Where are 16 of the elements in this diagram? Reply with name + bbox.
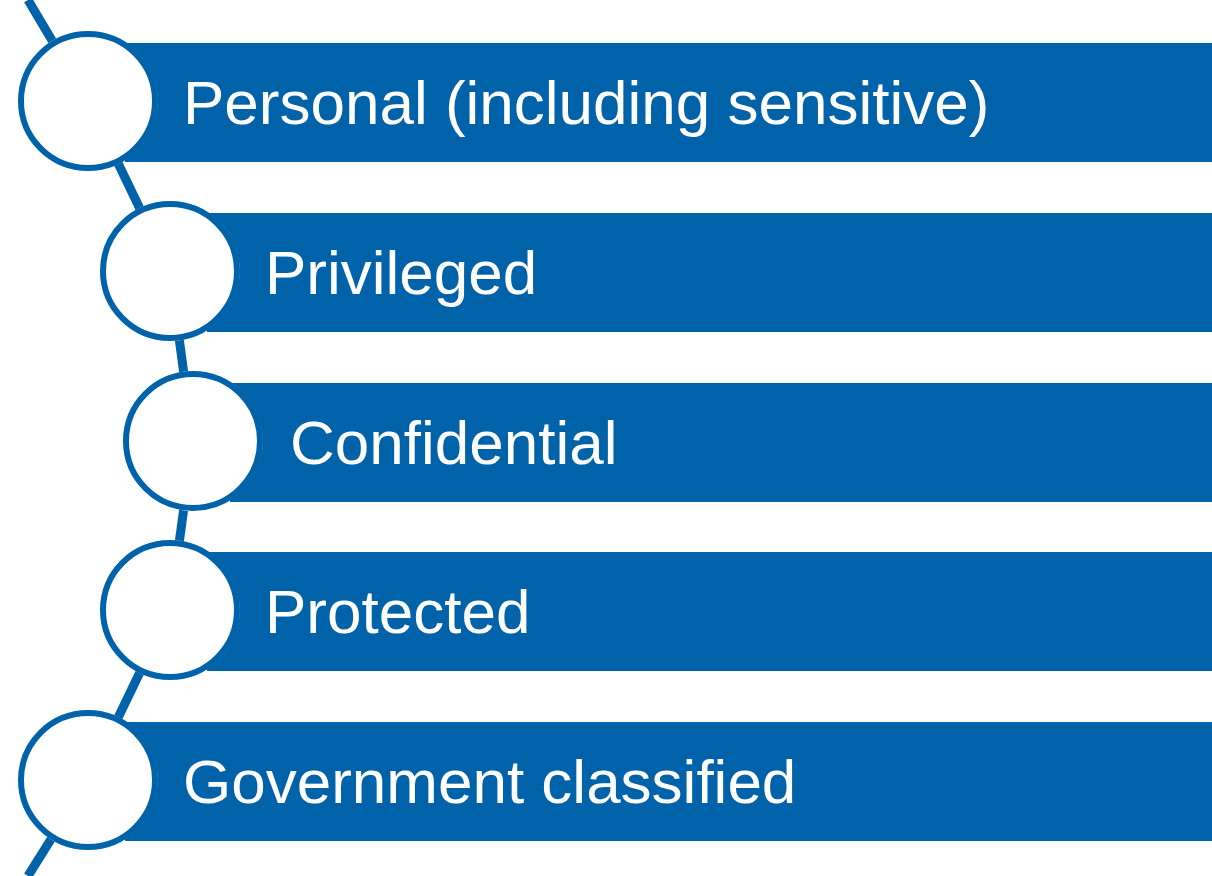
category-label: Confidential	[290, 407, 618, 478]
list-bar	[124, 722, 1212, 841]
connector-line	[174, 339, 189, 373]
connector-line	[114, 671, 144, 719]
connector-line	[114, 162, 144, 210]
list-bar	[229, 383, 1212, 502]
connector-line	[175, 509, 188, 542]
category-label: Protected	[265, 576, 531, 647]
connector-line	[24, 836, 55, 876]
connector-line	[24, 0, 57, 44]
category-label: Government classified	[183, 746, 797, 817]
list-bar	[206, 552, 1212, 671]
category-label: Privileged	[265, 237, 538, 308]
category-label: Personal (including sensitive)	[183, 67, 990, 138]
list-bar	[206, 213, 1212, 332]
list-bar	[124, 43, 1212, 162]
